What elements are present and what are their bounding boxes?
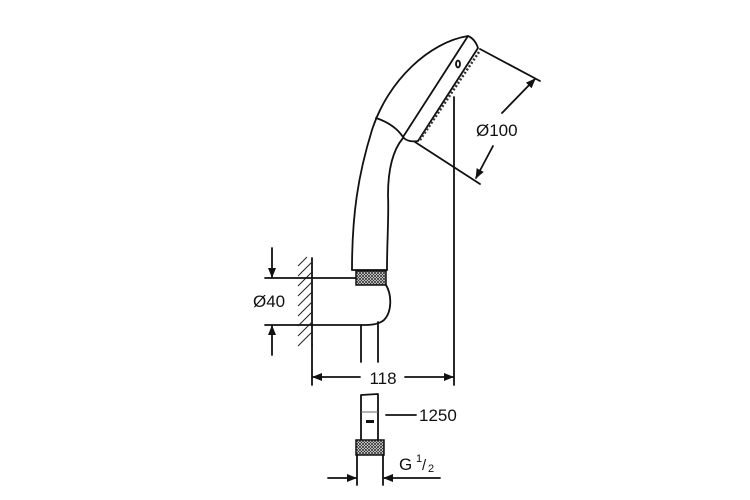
projection-label: 118 (369, 369, 396, 388)
dimension-thread: G 1 / 2 (327, 453, 441, 482)
hand-shower (351, 35, 481, 271)
mode-indicator (455, 59, 461, 69)
holder-diameter-label: Ø40 (253, 292, 285, 311)
hose-length-label: 1250 (419, 406, 457, 425)
dimension-projection: 118 (311, 344, 454, 388)
wall-holder (311, 270, 392, 363)
thread-slash: / (422, 457, 427, 474)
knurled-ring (355, 270, 387, 286)
head-diameter-label: Ø100 (476, 121, 518, 140)
thread-prefix: G (399, 455, 412, 474)
thread-denominator: 2 (428, 463, 434, 475)
wall (297, 256, 313, 347)
hose (355, 393, 385, 486)
hose-nut (355, 439, 385, 456)
dimension-holder-diameter: Ø40 (253, 247, 313, 356)
spray-nozzles (418, 51, 481, 141)
dimension-head-diameter: Ø100 (414, 48, 541, 185)
dimension-hose-length: 1250 (385, 406, 457, 425)
thread-numerator: 1 (416, 453, 422, 465)
